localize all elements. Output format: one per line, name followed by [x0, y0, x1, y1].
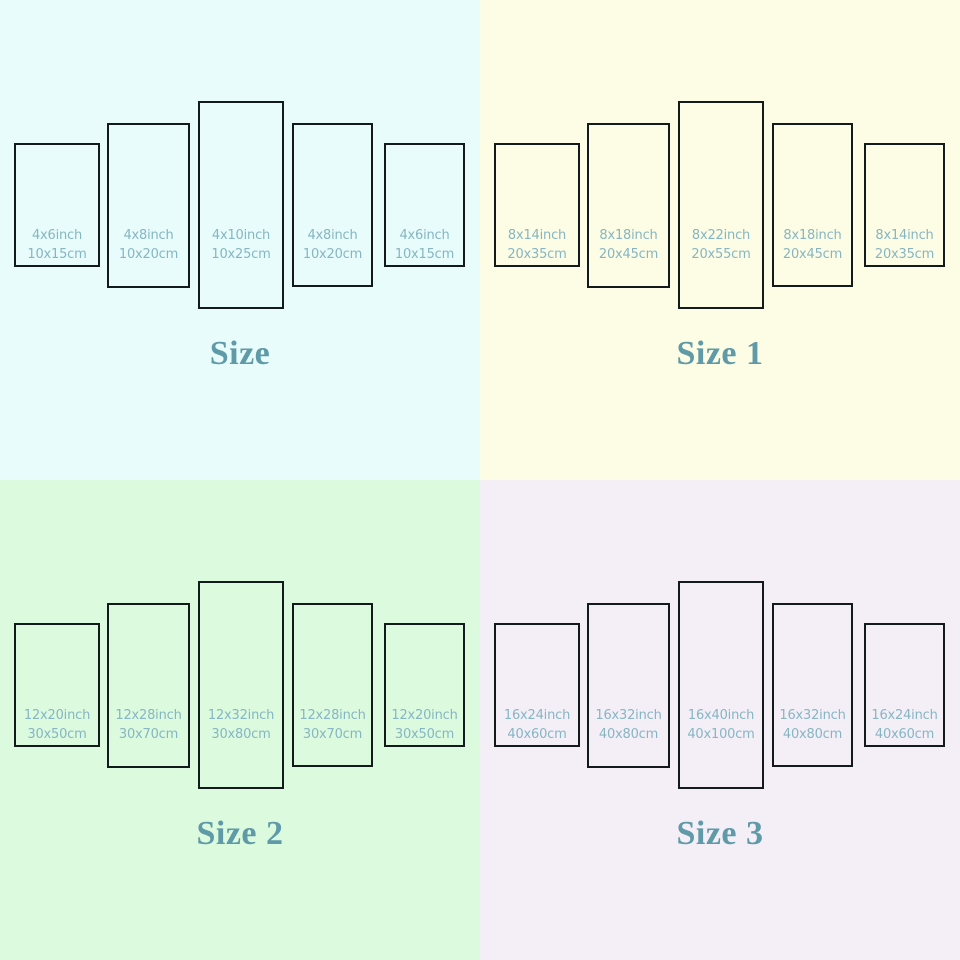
canvas-panel-4: 16x32inch 40x80cm — [772, 603, 853, 767]
canvas-panel-3-label: 12x32inch 30x80cm — [200, 706, 282, 744]
label-inches: 12x32inch — [207, 708, 275, 723]
label-inches: 4x8inch — [123, 228, 174, 243]
label-centimeters: 40x100cm — [687, 727, 755, 742]
label-inches: 4x8inch — [307, 228, 358, 243]
label-centimeters: 20x45cm — [782, 247, 843, 262]
label-inches: 16x32inch — [595, 708, 662, 723]
canvas-panel-1-label: 16x24inch 40x60cm — [496, 706, 578, 744]
canvas-panel-5-label: 8x14inch 20x35cm — [866, 226, 943, 264]
size-option-size-3[interactable]: 16x24inch 40x60cm 16x32inch 40x80cm 16x4… — [480, 480, 960, 960]
canvas-panel-1: 8x14inch 20x35cm — [494, 143, 580, 267]
canvas-panel-2-label: 16x32inch 40x80cm — [589, 706, 668, 744]
canvas-panel-1: 16x24inch 40x60cm — [494, 623, 580, 747]
canvas-panel-2: 12x28inch 30x70cm — [107, 603, 190, 768]
label-centimeters: 40x80cm — [598, 727, 659, 742]
label-inches: 12x20inch — [23, 708, 91, 723]
label-centimeters: 10x20cm — [302, 247, 363, 262]
canvas-panel-4-label: 16x32inch 40x80cm — [774, 706, 851, 744]
label-centimeters: 30x80cm — [211, 727, 271, 742]
panel-group: 16x24inch 40x60cm 16x32inch 40x80cm 16x4… — [480, 480, 960, 960]
canvas-panel-5-label: 12x20inch 30x50cm — [386, 706, 463, 744]
size-option-title: Size — [209, 335, 271, 372]
canvas-panel-2-label: 12x28inch 30x70cm — [109, 706, 188, 744]
label-inches: 8x22inch — [691, 228, 751, 243]
canvas-panel-2: 16x32inch 40x80cm — [587, 603, 670, 768]
canvas-panel-5: 4x6inch 10x15cm — [384, 143, 465, 267]
label-inches: 12x28inch — [115, 708, 182, 723]
canvas-panel-1-label: 12x20inch 30x50cm — [16, 706, 98, 744]
label-centimeters: 10x20cm — [118, 247, 179, 262]
label-centimeters: 30x50cm — [27, 727, 87, 742]
label-centimeters: 40x60cm — [874, 727, 935, 742]
label-centimeters: 30x50cm — [394, 727, 455, 742]
label-inches: 16x40inch — [687, 708, 755, 723]
label-inches: 4x6inch — [31, 228, 83, 243]
canvas-panel-5-label: 4x6inch 10x15cm — [386, 226, 463, 264]
label-inches: 16x32inch — [779, 708, 846, 723]
canvas-panel-4: 8x18inch 20x45cm — [772, 123, 853, 287]
label-centimeters: 40x80cm — [782, 727, 843, 742]
canvas-panel-4-label: 8x18inch 20x45cm — [774, 226, 851, 264]
canvas-panel-1: 4x6inch 10x15cm — [14, 143, 100, 267]
panel-group: 12x20inch 30x50cm 12x28inch 30x70cm 12x3… — [0, 480, 480, 960]
label-centimeters: 20x35cm — [874, 247, 935, 262]
canvas-panel-1-label: 4x6inch 10x15cm — [16, 226, 98, 264]
canvas-panel-3-label: 16x40inch 40x100cm — [680, 706, 762, 744]
label-inches: 8x18inch — [599, 228, 658, 243]
label-inches: 4x10inch — [211, 228, 271, 243]
size-option-size[interactable]: 4x6inch 10x15cm 4x8inch 10x20cm 4x10inch… — [0, 0, 480, 480]
label-inches: 16x24inch — [503, 708, 571, 723]
canvas-panel-3: 8x22inch 20x55cm — [678, 101, 764, 309]
size-option-title: Size 2 — [196, 815, 284, 852]
label-centimeters: 20x45cm — [598, 247, 659, 262]
canvas-panel-1-label: 8x14inch 20x35cm — [496, 226, 578, 264]
label-centimeters: 10x15cm — [27, 247, 87, 262]
canvas-panel-4-label: 12x28inch 30x70cm — [294, 706, 371, 744]
label-centimeters: 30x70cm — [302, 727, 363, 742]
canvas-panel-1: 12x20inch 30x50cm — [14, 623, 100, 747]
label-inches: 8x14inch — [875, 228, 934, 243]
size-option-title: Size 3 — [676, 815, 764, 852]
canvas-panel-4: 4x8inch 10x20cm — [292, 123, 373, 287]
canvas-panel-5: 16x24inch 40x60cm — [864, 623, 945, 747]
canvas-panel-5-label: 16x24inch 40x60cm — [866, 706, 943, 744]
canvas-panel-5: 12x20inch 30x50cm — [384, 623, 465, 747]
canvas-panel-3-label: 4x10inch 10x25cm — [200, 226, 282, 264]
size-option-size-1[interactable]: 8x14inch 20x35cm 8x18inch 20x45cm 8x22in… — [480, 0, 960, 480]
label-inches: 8x18inch — [783, 228, 842, 243]
label-inches: 8x14inch — [507, 228, 567, 243]
label-inches: 4x6inch — [399, 228, 450, 243]
label-centimeters: 20x35cm — [507, 247, 567, 262]
canvas-panel-5: 8x14inch 20x35cm — [864, 143, 945, 267]
label-centimeters: 10x25cm — [211, 247, 271, 262]
canvas-panel-2-label: 4x8inch 10x20cm — [109, 226, 188, 264]
canvas-panel-3: 12x32inch 30x80cm — [198, 581, 284, 789]
panel-group: 4x6inch 10x15cm 4x8inch 10x20cm 4x10inch… — [0, 0, 480, 480]
canvas-panel-2: 4x8inch 10x20cm — [107, 123, 190, 288]
label-inches: 12x20inch — [391, 708, 458, 723]
label-centimeters: 10x15cm — [394, 247, 455, 262]
canvas-panel-4: 12x28inch 30x70cm — [292, 603, 373, 767]
label-centimeters: 30x70cm — [118, 727, 179, 742]
label-inches: 16x24inch — [871, 708, 938, 723]
label-centimeters: 20x55cm — [691, 247, 751, 262]
canvas-panel-3-label: 8x22inch 20x55cm — [680, 226, 762, 264]
canvas-panel-3: 16x40inch 40x100cm — [678, 581, 764, 789]
canvas-panel-4-label: 4x8inch 10x20cm — [294, 226, 371, 264]
canvas-panel-3: 4x10inch 10x25cm — [198, 101, 284, 309]
size-option-title: Size 1 — [676, 335, 764, 372]
label-inches: 12x28inch — [299, 708, 366, 723]
panel-group: 8x14inch 20x35cm 8x18inch 20x45cm 8x22in… — [480, 0, 960, 480]
size-option-size-2[interactable]: 12x20inch 30x50cm 12x28inch 30x70cm 12x3… — [0, 480, 480, 960]
canvas-panel-2-label: 8x18inch 20x45cm — [589, 226, 668, 264]
label-centimeters: 40x60cm — [507, 727, 567, 742]
canvas-panel-2: 8x18inch 20x45cm — [587, 123, 670, 288]
